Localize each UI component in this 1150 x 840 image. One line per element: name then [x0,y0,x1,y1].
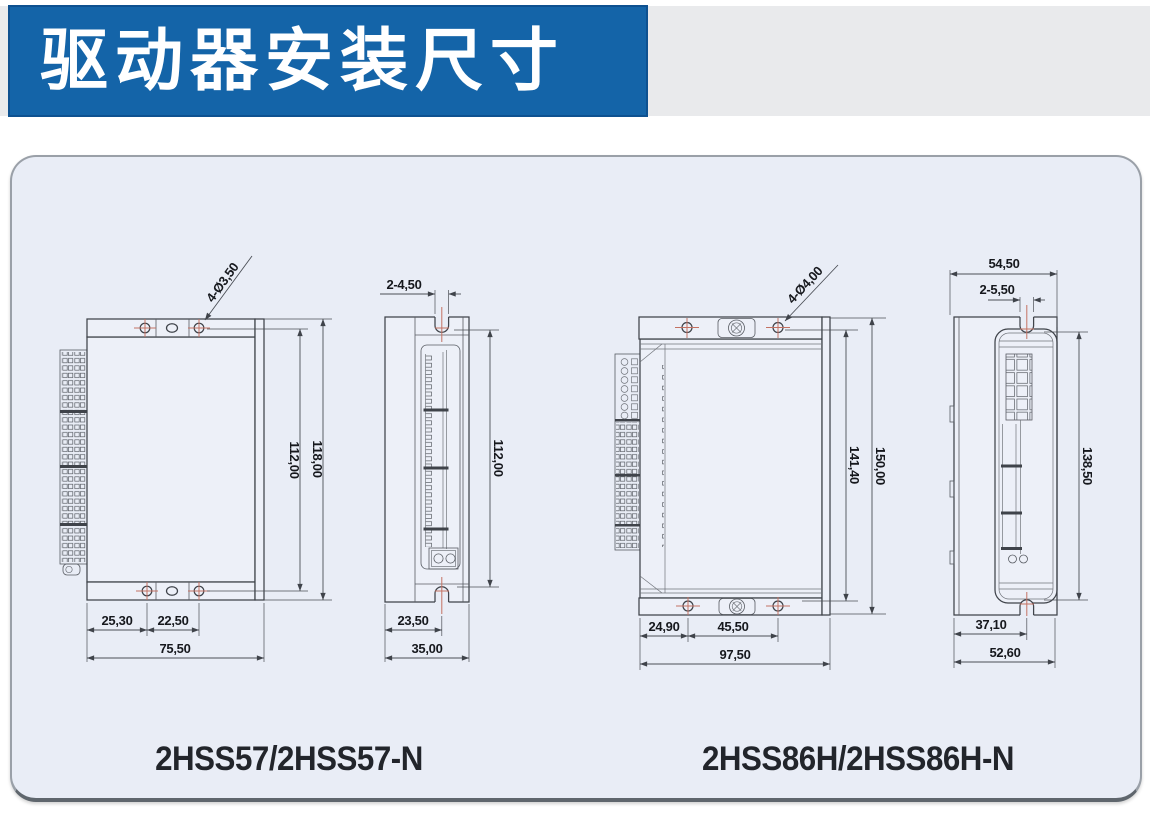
drawing-2hss57-side: 2-4,50 112,00 23,50 35,00 [380,277,506,662]
dim-112: 112,00 [287,441,302,478]
drawing-2hss57-front: 4-Ø3,50 112,00 118,00 25,30 22,50 75,50 [59,255,332,662]
screw-terminals [620,358,638,420]
oval-hole [165,586,179,596]
dim-22-50: 22,50 [157,613,188,628]
dimensions: 112,00 118,00 25,30 22,50 75,50 [86,318,332,662]
dimensions: 54,50 2-5,50 138,50 37,10 52,60 [949,256,1095,668]
dim-112: 112,00 [491,439,506,476]
page-title: 驱动器安装尺寸 [40,23,566,99]
hole-note-text: 4-Ø3,50 [203,260,242,305]
connector-hole [1019,554,1028,564]
dim-25-30: 25,30 [101,613,132,628]
terminal-block [59,349,88,576]
dim-118: 118,00 [310,440,325,477]
center-screws [717,318,756,615]
dimensions: 2-4,50 112,00 23,50 35,00 [380,277,506,662]
page-header-banner: 驱动器安装尺寸 [8,5,648,117]
mounting-slot-top [1019,305,1035,339]
mounting-holes [675,318,790,615]
dim-54-50: 54,50 [988,256,1019,271]
dim-45-50: 45,50 [717,619,748,634]
hole-note: 4-Ø4,00 [784,263,839,322]
drawings-panel: 4-Ø3,50 112,00 118,00 25,30 22,50 75,50 [10,155,1142,802]
dim-75-50: 75,50 [159,641,190,656]
heatsink-fins [642,365,664,547]
mounting-slot-top [434,307,450,342]
dim-150-00: 150,00 [873,447,888,485]
driver-body [638,316,831,616]
mounting-slot-bottom [1019,592,1035,617]
front-face [420,344,461,570]
dim-23-50: 23,50 [397,613,428,628]
drawing-2hss86h-front: 4-Ø4,00 141,40 150,00 24,90 45,50 97,50 [614,263,888,670]
mounting-holes [134,319,210,600]
dim-37-10: 37,10 [975,617,1006,632]
dimensions: 141,40 150,00 24,90 45,50 97,50 [639,317,888,670]
dim-52-60: 52,60 [989,645,1020,660]
connector-hole [1008,554,1017,564]
dim-141-40: 141,40 [847,446,862,484]
driver-body [86,318,265,601]
bottom-connector [428,547,459,570]
mounting-slot-bottom [434,577,450,614]
drawing-2hss86h-side: 54,50 2-5,50 138,50 37,10 52,60 [949,256,1095,668]
hole-note: 4-Ø3,50 [203,255,253,321]
connector-block [614,353,641,551]
slot-note-text: 2-5,50 [979,282,1014,297]
oval-hole [165,323,179,333]
dim-138-50: 138,50 [1080,447,1095,485]
dim-24-90: 24,90 [648,619,679,634]
model-label-2hss57: 2HSS57/2HSS57-N [155,740,423,778]
model-label-2hss86h: 2HSS86H/2HSS86H-N [701,740,1015,778]
side-vents [1043,365,1053,571]
slot-note-text: 2-4,50 [386,277,421,292]
front-face [1001,353,1033,564]
dim-97-50: 97,50 [719,647,750,662]
dim-35-00: 35,00 [411,641,442,656]
